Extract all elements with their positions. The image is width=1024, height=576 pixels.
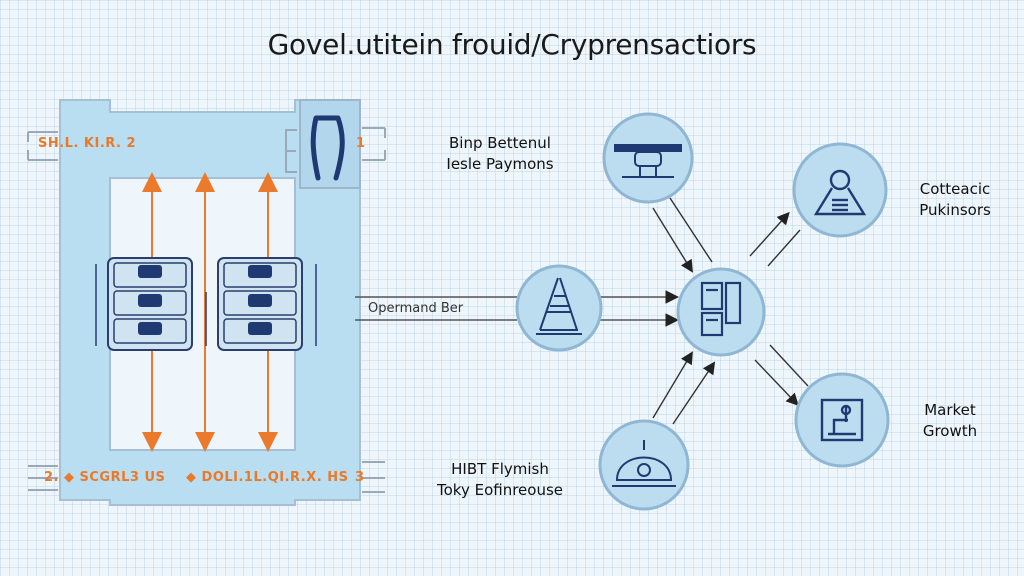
frame-top-right-marker: 1 <box>356 136 366 151</box>
label-line: Pukinsors <box>919 201 991 219</box>
label-line: Cotteacic <box>919 180 991 198</box>
dome-icon <box>612 440 676 487</box>
server-module-left <box>107 257 193 351</box>
tower-icon <box>536 277 582 335</box>
input-line-label: Opermand Ber <box>368 301 464 316</box>
node-contact-label: Cotteacic Pukinsors <box>900 179 1010 221</box>
frame-top-label: SH.L. KI.R. 2 <box>38 136 137 151</box>
node-bridge[interactable] <box>602 112 694 204</box>
input-line <box>355 290 679 327</box>
bridge-machine-icon <box>614 144 682 178</box>
node-market-label: Market Growth <box>900 400 1000 442</box>
edge-dome-hub <box>652 351 693 419</box>
node-hub[interactable] <box>676 267 766 357</box>
label-line: Binp Bettenul <box>449 134 551 152</box>
node-contact[interactable] <box>792 142 888 238</box>
edge-hub-market <box>754 359 799 407</box>
diagram-title: Govel.utitein frouid/Cryprensactiors <box>267 28 757 61</box>
frame-bottom-label-right: ◆ DOLI.1L.QI.R.X. HS <box>186 470 349 485</box>
frame-bottom-right-marker: 3 <box>355 470 365 485</box>
node-bridge-label: Binp Bettenul Iesle Paymons <box>430 133 570 175</box>
edge-bridge-hub-2 <box>669 197 713 263</box>
node-dome[interactable] <box>598 419 690 511</box>
framed-chart-icon <box>820 398 864 442</box>
edge-hub-market-2 <box>769 344 809 387</box>
label-line: Growth <box>922 422 978 440</box>
frame-bottom-label-left: 2. ◆ SCGRL3 US <box>44 470 166 485</box>
label-line: Market <box>924 401 976 419</box>
edge-hub-contact-2 <box>767 229 801 267</box>
circuit-hub-icon <box>700 281 742 337</box>
side-markers <box>95 264 317 346</box>
node-tower[interactable] <box>515 264 603 352</box>
edge-bridge-hub <box>652 207 693 273</box>
label-line: HIBT Flymish <box>451 460 549 478</box>
node-market[interactable] <box>794 372 890 468</box>
person-triangle-icon <box>813 169 867 216</box>
edge-hub-contact <box>749 211 790 257</box>
server-module-right <box>217 257 303 351</box>
label-line: Toky Eofinreouse <box>437 481 563 499</box>
node-dome-label: HIBT Flymish Toky Eofinreouse <box>420 459 580 501</box>
connectors <box>652 197 809 425</box>
label-line: Iesle Paymons <box>446 155 554 173</box>
capsule-gate-icon <box>299 99 361 189</box>
edge-dome-hub-2 <box>672 361 716 425</box>
